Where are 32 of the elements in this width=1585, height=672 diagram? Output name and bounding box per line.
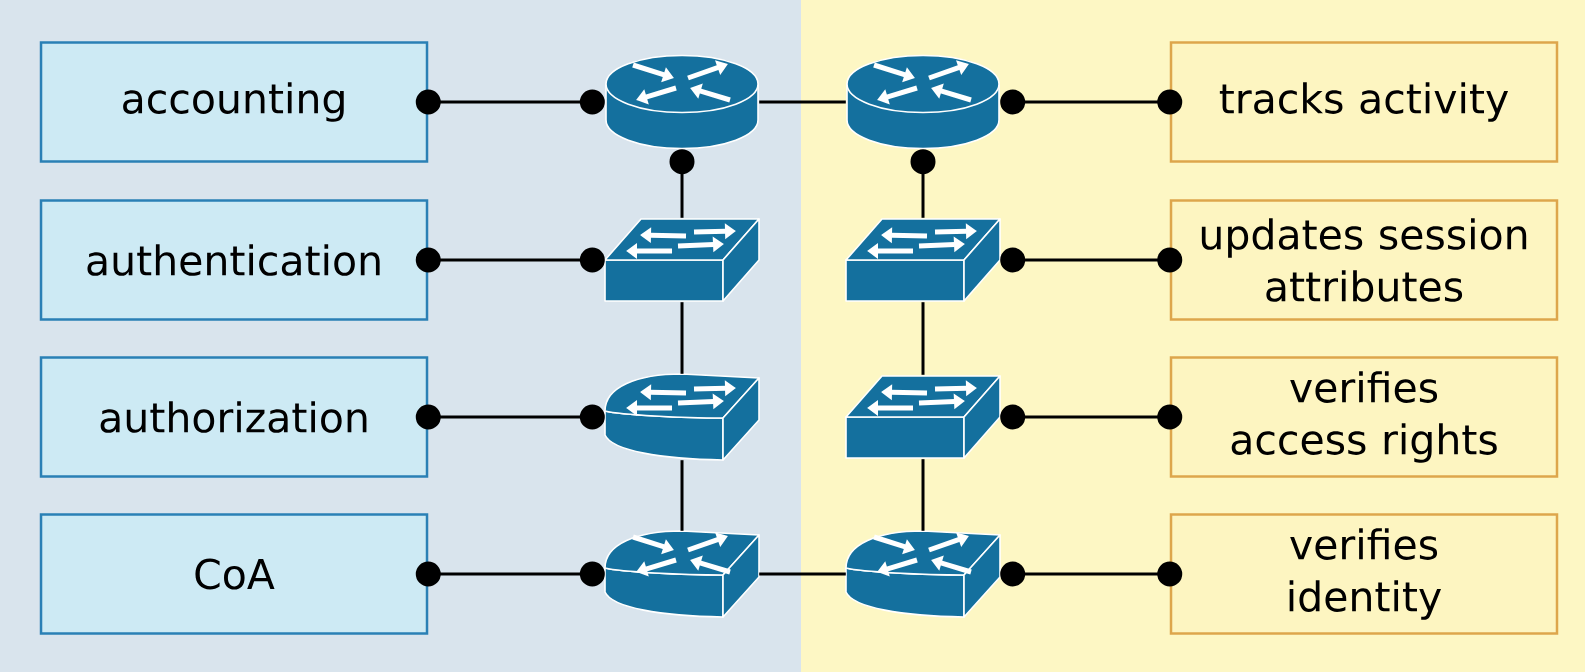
- connector: [415, 89, 605, 115]
- text-box: authorization: [39, 356, 429, 478]
- switch-icon: [604, 373, 760, 461]
- text-box: tracks activity: [1169, 41, 1559, 163]
- connector: [921, 302, 925, 375]
- text-box: verifies identity: [1169, 513, 1559, 635]
- connector: [415, 561, 605, 587]
- connector: [910, 149, 936, 218]
- connector: [1000, 404, 1183, 430]
- connector: [759, 572, 846, 576]
- router-icon: [604, 530, 760, 618]
- connector: [1000, 561, 1183, 587]
- text-box: authentication: [39, 199, 429, 321]
- connector: [921, 459, 925, 531]
- connector: [669, 149, 695, 218]
- connector: [415, 404, 605, 430]
- switch-icon: [845, 218, 1001, 302]
- switch-icon: [845, 375, 1001, 459]
- router-icon: [605, 54, 759, 150]
- router-icon: [845, 530, 1001, 618]
- text-box: updates session attributes: [1169, 199, 1559, 321]
- connector: [680, 460, 684, 531]
- connector: [1000, 247, 1183, 273]
- connector: [415, 247, 605, 273]
- router-icon: [846, 54, 1000, 150]
- connector: [1000, 89, 1183, 115]
- text-box: verifies access rights: [1169, 356, 1559, 478]
- text-box: CoA: [39, 513, 429, 635]
- connector: [680, 302, 684, 374]
- text-box: accounting: [39, 41, 429, 163]
- connector: [759, 100, 846, 104]
- switch-icon: [604, 218, 760, 302]
